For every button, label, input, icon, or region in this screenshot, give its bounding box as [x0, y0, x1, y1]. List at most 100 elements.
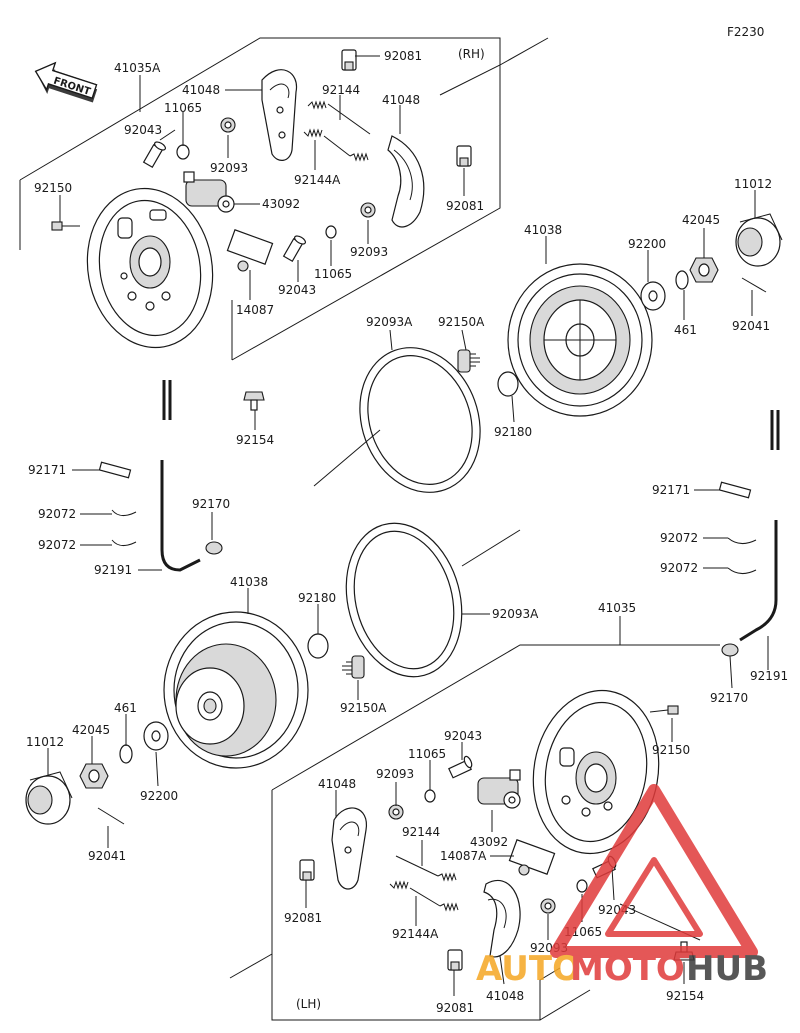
label-11065-b: 11065: [314, 267, 352, 281]
label-92043-a: 92043: [124, 123, 162, 137]
cap-11012-upper: [735, 213, 783, 267]
label-92093-c: 92093: [376, 767, 414, 781]
pin-92043-lh-a: [448, 755, 473, 779]
o-ring-92180-lower: [307, 633, 329, 659]
label-92093A-b: 92093A: [492, 607, 539, 621]
front-arrow-icon: FRONT: [34, 61, 98, 103]
spring-92144-lh: [395, 855, 457, 882]
label-11065-a: 11065: [164, 101, 202, 115]
watermark-hub: HUB: [686, 949, 768, 989]
spring-92144-rh: [307, 100, 371, 135]
label-41048-d: 41048: [486, 989, 524, 1003]
brake-shoe-41048-rh-b: [387, 135, 425, 228]
part-labels: 41035A 92081 41048 92144 41048 11065 920…: [26, 49, 788, 1015]
washer-11065-rh-a: [176, 144, 190, 160]
label-92072-d: 92072: [660, 561, 698, 575]
washer-11065-lh-b: [576, 879, 588, 893]
label-11065-c: 11065: [408, 747, 446, 761]
label-92191-a: 92191: [94, 563, 132, 577]
washer-11065-lh-a: [424, 789, 436, 803]
watermark-logo: AUTO MOTO HUB: [476, 784, 768, 989]
label-92171-b: 92171: [652, 483, 690, 497]
label-92144A-a: 92144A: [294, 173, 341, 187]
label-92093-a: 92093: [210, 161, 248, 175]
pin-92043-rh-a: [142, 141, 167, 168]
label-92072-b: 92072: [38, 538, 76, 552]
spring-92144A-lh: [389, 880, 459, 912]
watermark-auto: AUTO: [476, 949, 581, 989]
label-92171-a: 92171: [28, 463, 66, 477]
label-41035: 41035: [598, 601, 636, 615]
label-92072-c: 92072: [660, 531, 698, 545]
cotter-pin-92041-upper: [741, 277, 767, 293]
label-92154-b: 92154: [666, 989, 704, 1003]
cotter-pin-92041-lower: [97, 807, 125, 825]
spring-92144A-rh: [303, 128, 369, 162]
label-92180-a: 92180: [494, 425, 532, 439]
brake-panel-lh: [532, 689, 660, 855]
washer-461-lower: [119, 744, 133, 764]
figure-code: F2230: [727, 25, 764, 39]
label-92170-b: 92170: [710, 691, 748, 705]
label-92150A-b: 92150A: [340, 701, 387, 715]
seal-92093A-upper: [359, 347, 481, 493]
label-461-a: 461: [674, 323, 697, 337]
label-14087A: 14087A: [440, 849, 487, 863]
label-14087: 14087: [236, 303, 274, 317]
retainer-92093-lh-a: [388, 804, 404, 820]
washer-92200-upper: [640, 281, 666, 311]
label-92191-b: 92191: [750, 669, 788, 683]
label-41035A: 41035A: [114, 61, 161, 75]
label-43092-a: 43092: [262, 197, 300, 211]
bolt-92150A-upper: [457, 349, 480, 373]
retainer-92093-lh-b: [540, 898, 556, 914]
plate-14087-rh: [226, 229, 274, 272]
label-92081-a: 92081: [384, 49, 422, 63]
label-42045-b: 42045: [72, 723, 110, 737]
label-92180-b: 92180: [298, 591, 336, 605]
label-41038-a: 41038: [524, 223, 562, 237]
label-92170-a: 92170: [192, 497, 230, 511]
retainer-92093-rh-b: [360, 202, 376, 218]
label-92150-b: 92150: [652, 743, 690, 757]
label-11012-b: 11012: [26, 735, 64, 749]
cap-11012-lower: [25, 771, 73, 825]
label-92150A-a: 92150A: [438, 315, 485, 329]
lh-side-label: (LH): [296, 997, 321, 1011]
label-41048-b: 41048: [382, 93, 420, 107]
nut-42045-upper: [689, 257, 719, 283]
adjuster-92081-lh-b: [447, 949, 463, 971]
label-42045-a: 42045: [682, 213, 720, 227]
bolt-92154-rh: [243, 391, 265, 411]
washer-92200-lower: [143, 721, 169, 751]
pin-92043-rh-b: [282, 235, 307, 262]
brake-drum-41038-lh: [163, 611, 309, 769]
plate-14087A-lh: [508, 839, 556, 876]
label-92081-d: 92081: [436, 1001, 474, 1015]
adjuster-92081-lh-a: [299, 859, 315, 881]
nut-42045-lower: [79, 763, 109, 789]
label-92200-b: 92200: [140, 789, 178, 803]
label-92043-c: 92043: [444, 729, 482, 743]
label-92093-b: 92093: [350, 245, 388, 259]
watermark-moto: MOTO: [570, 949, 685, 989]
bolt-92150A-lower: [342, 655, 365, 679]
label-461-b: 461: [114, 701, 137, 715]
hose-92191-rh: [98, 380, 223, 572]
label-41048-c: 41048: [318, 777, 356, 791]
label-92041-b: 92041: [88, 849, 126, 863]
label-92144-b: 92144: [402, 825, 440, 839]
wheel-cylinder-lh: [477, 769, 521, 809]
brake-panel-rh: [86, 187, 214, 349]
bolt-92150-rh: [51, 221, 80, 231]
label-41048-a: 41048: [182, 83, 220, 97]
wheel-cylinder-rh: [183, 171, 235, 213]
rh-side-label: (RH): [458, 47, 485, 61]
label-41038-b: 41038: [230, 575, 268, 589]
brake-shoe-41048-lh-a: [331, 807, 367, 890]
label-92081-b: 92081: [446, 199, 484, 213]
washer-11065-rh-b: [325, 225, 337, 239]
hose-92191-lh: [718, 410, 780, 657]
brake-drum-41038-rh: [507, 263, 653, 417]
